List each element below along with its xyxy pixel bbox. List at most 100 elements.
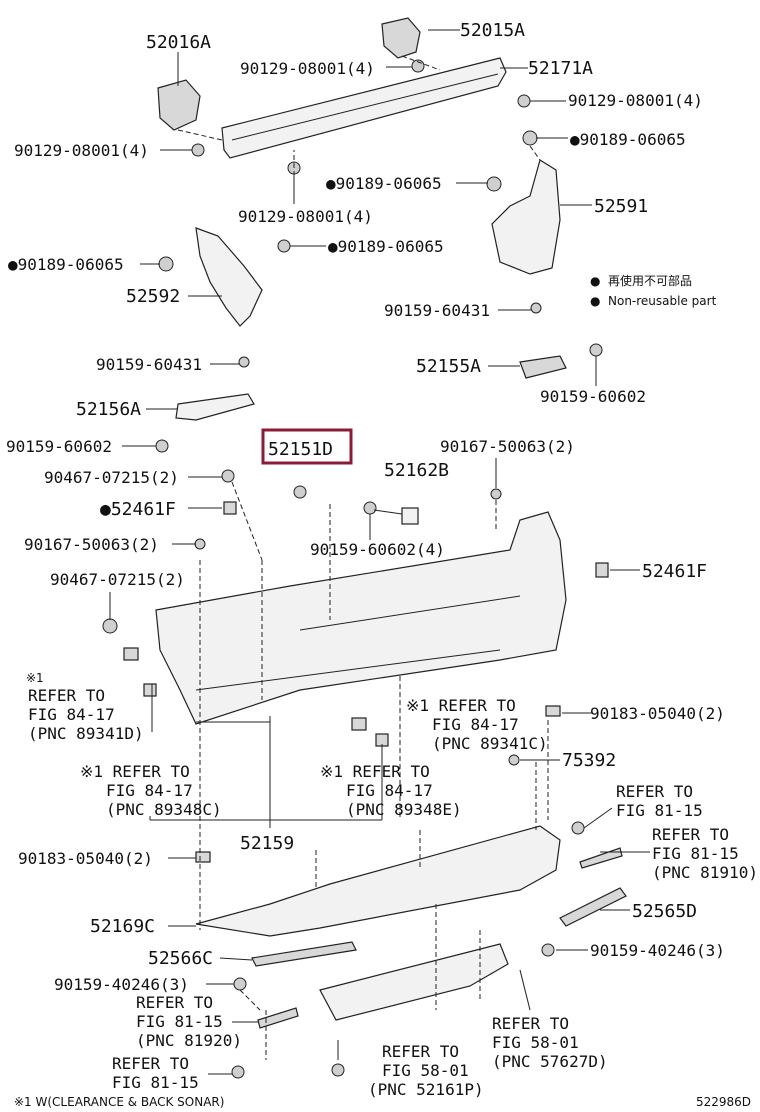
ref2-line1: ※1 REFER TO xyxy=(406,696,516,715)
sensor-89341D xyxy=(123,647,139,661)
diagram-id: 522986D xyxy=(696,1095,751,1109)
reflector-81920 xyxy=(257,1007,299,1029)
label-90159-40246-a: 90159-40246(3) xyxy=(590,941,725,960)
label-90467-a: 90467-07215(2) xyxy=(44,468,179,487)
leader-lines xyxy=(109,29,650,1075)
side-retainer-52591 xyxy=(491,159,561,275)
label-52155A: 52155A xyxy=(416,356,481,377)
bracket-52155A xyxy=(519,355,567,379)
label-90183-b: 90183-05040(2) xyxy=(18,849,153,868)
label-90159-60602-a: 90159-60602 xyxy=(540,387,646,406)
ref1-mark: ※1 xyxy=(26,671,44,685)
label-52169C: 52169C xyxy=(90,916,155,937)
label-52016A: 52016A xyxy=(146,32,211,53)
label-90159-60602-b: 90159-60602 xyxy=(6,437,112,456)
cap-52162B xyxy=(401,507,419,525)
legend-dot-2: ● xyxy=(590,294,600,308)
label-90189-d: ●90189-06065 xyxy=(8,255,124,274)
ref9-line2: FIG 81-15 xyxy=(112,1073,199,1092)
side-retainer-52592 xyxy=(195,227,263,327)
label-90183-a: 90183-05040(2) xyxy=(590,704,725,723)
label-52566C: 52566C xyxy=(148,948,213,969)
ref5-line1: REFER TO xyxy=(616,782,693,801)
clip-52461F-right xyxy=(595,562,609,578)
ref7-line2: FIG 81-15 xyxy=(136,1012,223,1031)
ref7-line1: REFER TO xyxy=(136,993,213,1012)
bracket-52016A xyxy=(157,79,201,131)
lower-cover-52169C xyxy=(195,825,561,937)
ref8-line2: FIG 58-01 xyxy=(492,1033,579,1052)
label-52015A: 52015A xyxy=(460,20,525,41)
highlight-box xyxy=(261,428,353,465)
bumper-cover-52159 xyxy=(155,511,567,725)
bracket-52156A xyxy=(175,393,255,421)
label-52565D: 52565D xyxy=(632,901,697,922)
label-75392: 75392 xyxy=(562,750,616,771)
ref6-line2: FIG 81-15 xyxy=(652,844,739,863)
label-90189-b: ●90189-06065 xyxy=(326,174,442,193)
label-90129-d: 90129-08001(4) xyxy=(238,207,373,226)
label-52461F-b: 52461F xyxy=(642,561,707,582)
label-52461F-a: ●52461F xyxy=(100,499,176,520)
label-90159-60431-a: 90159-60431 xyxy=(384,301,490,320)
ref2-line2: FIG 84-17 xyxy=(432,715,519,734)
bumper-reinforcement-bar xyxy=(221,57,507,159)
legend-text-jp: 再使用不可部品 xyxy=(608,273,692,288)
label-90159-60431-b: 90159-60431 xyxy=(96,355,202,374)
sensor-89341C xyxy=(351,717,367,731)
ref1-line1: REFER TO xyxy=(28,686,105,705)
legend: ● 再使用不可部品 ● Non-reusable part xyxy=(590,273,717,308)
label-90129-b: 90129-08001(4) xyxy=(568,91,703,110)
label-52159: 52159 xyxy=(240,833,294,854)
sensor-89348C xyxy=(143,683,157,697)
ref2-line3: (PNC 89341C) xyxy=(432,734,548,753)
ref5-line2: FIG 81-15 xyxy=(616,801,703,820)
ref10-line3: (PNC 52161P) xyxy=(368,1080,484,1099)
reflector-52565D xyxy=(559,887,627,927)
label-90167-a: 90167-50063(2) xyxy=(440,437,575,456)
ref4-line2: FIG 84-17 xyxy=(346,781,433,800)
ref9-line1: REFER TO xyxy=(112,1054,189,1073)
ref10-line2: FIG 58-01 xyxy=(382,1061,469,1080)
reflector-52566C xyxy=(251,941,357,967)
legend-dot-1: ● xyxy=(590,274,600,288)
ref3-line3: (PNC 89348C) xyxy=(106,800,222,819)
label-52592: 52592 xyxy=(126,286,180,307)
ref4-line1: ※1 REFER TO xyxy=(320,762,430,781)
label-90159-40246-b: 90159-40246(3) xyxy=(54,975,189,994)
nut-90183-right xyxy=(545,705,561,717)
under-tray xyxy=(319,943,509,1021)
footnote: ※1 W(CLEARANCE & BACK SONAR) xyxy=(14,1095,224,1109)
label-90167-b: 90167-50063(2) xyxy=(24,535,159,554)
label-90129-a: 90129-08001(4) xyxy=(240,59,375,78)
ref8-line1: REFER TO xyxy=(492,1014,569,1033)
ref1-line3: (PNC 89341D) xyxy=(28,724,144,743)
part-labels: 52016A 52015A 90129-08001(4) 52171A 9012… xyxy=(6,20,758,1099)
legend-text-en: Non-reusable part xyxy=(608,294,717,308)
ref3-line1: ※1 REFER TO xyxy=(80,762,190,781)
assembly-lines xyxy=(177,55,549,1060)
label-52591: 52591 xyxy=(594,196,648,217)
label-90129-c: 90129-08001(4) xyxy=(14,141,149,160)
ref1-line2: FIG 84-17 xyxy=(28,705,115,724)
label-90467-b: 90467-07215(2) xyxy=(50,570,185,589)
ref6-line3: (PNC 81910) xyxy=(652,863,758,882)
ref3-line2: FIG 84-17 xyxy=(106,781,193,800)
fasteners xyxy=(102,59,603,1079)
ref6-line1: REFER TO xyxy=(652,825,729,844)
label-52162B: 52162B xyxy=(384,460,449,481)
ref4-line3: (PNC 89348E) xyxy=(346,800,462,819)
reflector-81910 xyxy=(579,847,623,869)
ref7-line3: (PNC 81920) xyxy=(136,1031,242,1050)
label-52156A: 52156A xyxy=(76,399,141,420)
label-90189-a: ●90189-06065 xyxy=(570,130,686,149)
label-90189-c: ●90189-06065 xyxy=(328,237,444,256)
nut-90183-left xyxy=(195,851,211,863)
label-90159-60602-c: 90159-60602(4) xyxy=(310,540,445,559)
label-52171A: 52171A xyxy=(528,58,593,79)
label-52151D: 52151D xyxy=(268,439,333,460)
ref8-line3: (PNC 57627D) xyxy=(492,1052,608,1071)
clip-52461F xyxy=(223,501,237,515)
bracket-52015A xyxy=(381,17,421,59)
